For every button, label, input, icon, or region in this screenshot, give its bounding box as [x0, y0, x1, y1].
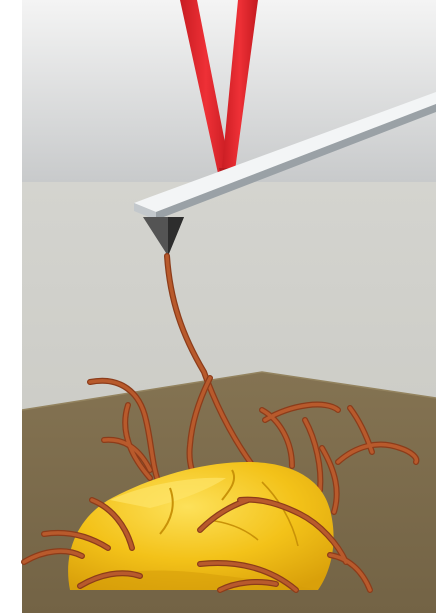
left-margin: [0, 0, 22, 613]
